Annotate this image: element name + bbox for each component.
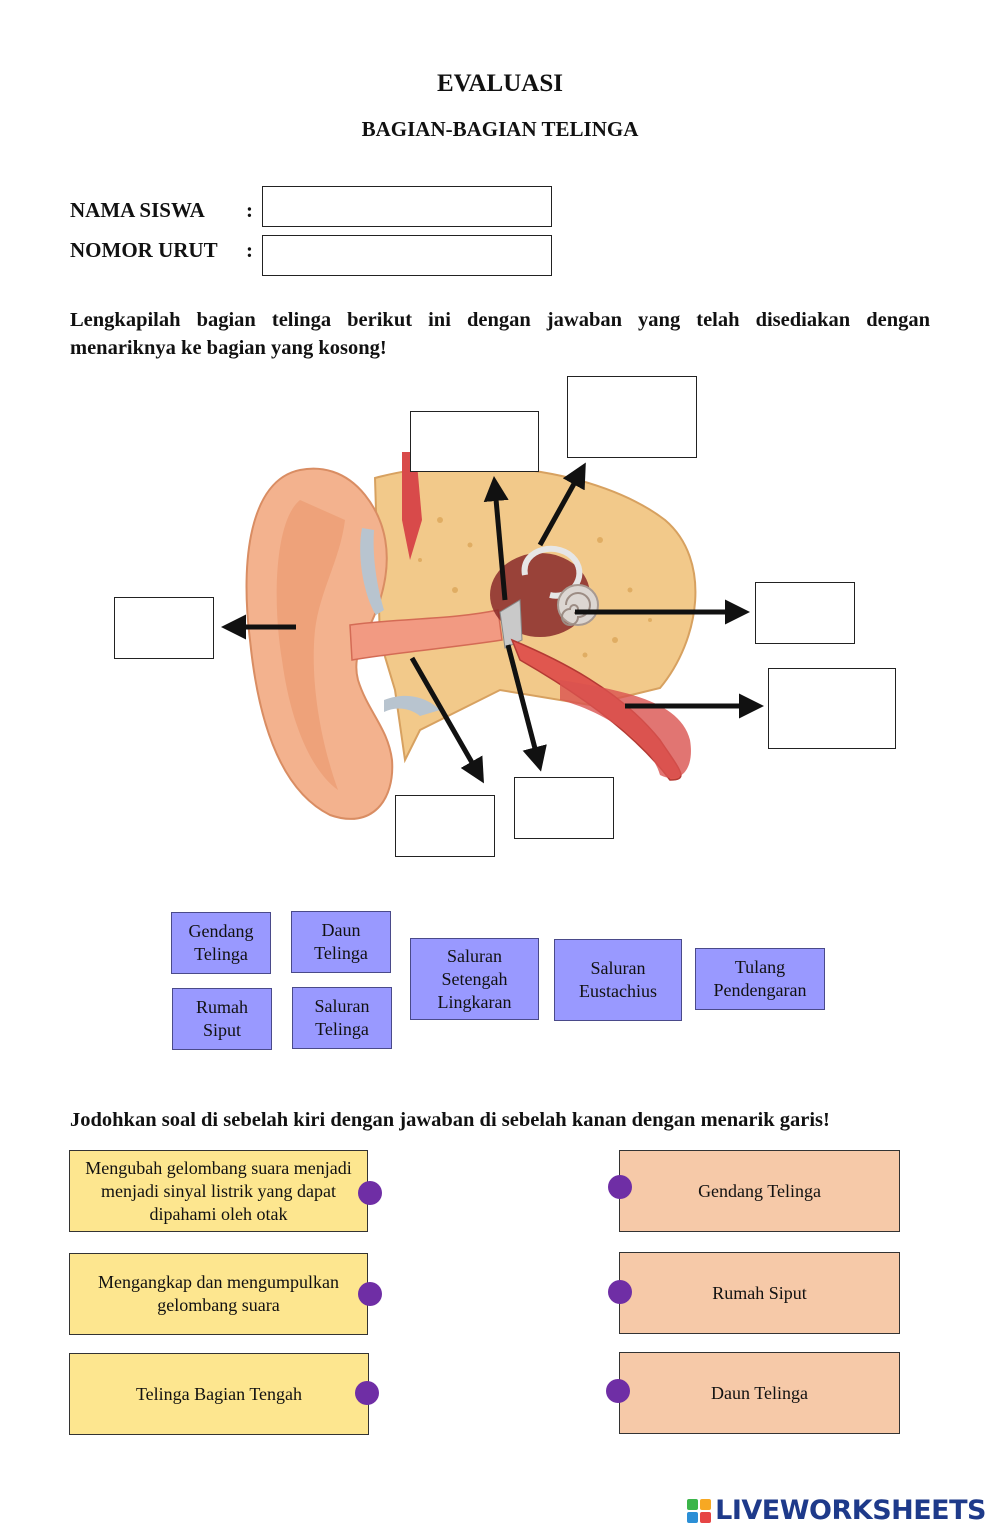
question-text-3: Telinga Bagian Tengah: [135, 1383, 303, 1404]
drop-target-1[interactable]: [410, 411, 539, 472]
question-box-2: Mengangkap dan mengumpulkan gelombang su…: [69, 1253, 368, 1335]
chip-saluran-telinga[interactable]: Saluran Telinga: [292, 987, 392, 1049]
answer-text-2: Rumah Siput: [712, 1282, 807, 1303]
answer-3-connector[interactable]: [606, 1379, 630, 1403]
drop-target-6[interactable]: [395, 795, 495, 857]
chip-tulang-pendengaran[interactable]: Tulang Pendengaran: [695, 948, 825, 1010]
answer-box-1: Gendang Telinga: [619, 1150, 900, 1232]
arrow-eardrum: [505, 644, 547, 772]
question-box-1: Mengubah gelombang suara menjadi menjadi…: [69, 1150, 368, 1232]
section2-instruction: Jodohkan soal di sebelah kiri dengan jaw…: [70, 1109, 830, 1131]
drop-target-3[interactable]: [114, 597, 214, 659]
arrow-bone: [483, 476, 509, 601]
chip-daun-telinga[interactable]: Daun Telinga: [291, 911, 391, 973]
cochlea: [557, 584, 599, 626]
answer-text-1: Gendang Telinga: [698, 1180, 821, 1201]
answer-2-connector[interactable]: [608, 1280, 632, 1304]
question-box-3: Telinga Bagian Tengah: [69, 1353, 369, 1435]
question-3-connector[interactable]: [355, 1381, 379, 1405]
name-label: NAMA SISWA: [70, 198, 205, 222]
logo-icon: [687, 1498, 712, 1523]
ear-canal: [349, 609, 503, 661]
number-colon: :: [246, 238, 253, 262]
liveworksheets-logo[interactable]: LIVEWORKSHEETS: [687, 1495, 986, 1526]
answer-box-3: Daun Telinga: [619, 1352, 900, 1434]
question-text-1: Mengubah gelombang suara menjadi menjadi…: [85, 1157, 352, 1224]
answer-box-2: Rumah Siput: [619, 1252, 900, 1334]
muscle: [402, 452, 422, 560]
chip-saluran-eustachius[interactable]: Saluran Eustachius: [554, 939, 682, 1021]
brand-text: LIVEWORKSHEETS: [715, 1495, 986, 1526]
drop-target-2[interactable]: [567, 376, 697, 458]
student-name-field[interactable]: [262, 186, 552, 227]
question-1-connector[interactable]: [358, 1181, 382, 1205]
ear-diagram: [220, 452, 765, 820]
drop-target-4[interactable]: [755, 582, 855, 644]
chip-saluran-setengah-lingkaran[interactable]: Saluran Setengah Lingkaran: [410, 938, 539, 1020]
section1-instruction: Lengkapilah bagian telinga berikut ini d…: [70, 309, 930, 359]
answer-text-3: Daun Telinga: [711, 1382, 808, 1403]
number-label: NOMOR URUT: [70, 238, 218, 262]
page-title: EVALUASI: [437, 70, 563, 97]
drop-target-7[interactable]: [514, 777, 614, 839]
name-colon: :: [246, 198, 253, 222]
question-text-2: Mengangkap dan mengumpulkan gelombang su…: [98, 1272, 339, 1315]
chip-gendang-telinga[interactable]: Gendang Telinga: [171, 912, 271, 974]
arrow-canal: [409, 656, 484, 784]
student-number-field[interactable]: [262, 235, 552, 276]
chip-rumah-siput[interactable]: Rumah Siput: [172, 988, 272, 1050]
page-subtitle: BAGIAN-BAGIAN TELINGA: [361, 117, 639, 141]
drop-target-5[interactable]: [768, 668, 896, 749]
answer-1-connector[interactable]: [608, 1175, 632, 1199]
question-2-connector[interactable]: [358, 1282, 382, 1306]
arrow-semicircular: [537, 462, 586, 547]
